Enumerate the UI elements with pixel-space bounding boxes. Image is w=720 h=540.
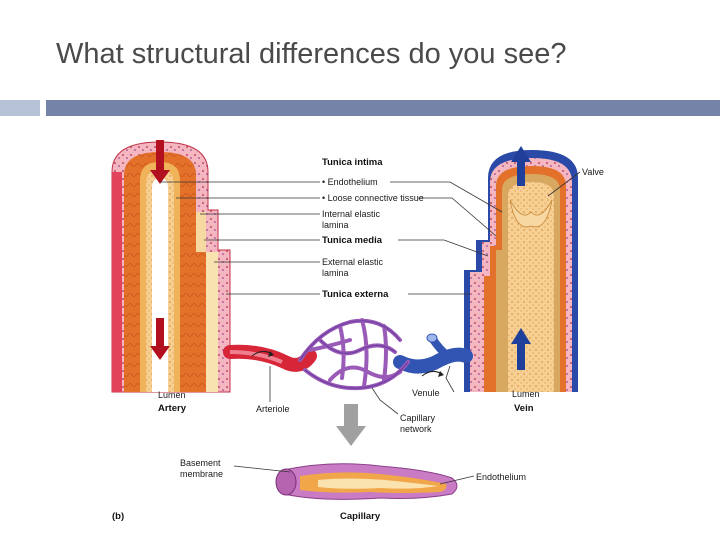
label-capillary-network-2: network — [400, 424, 432, 434]
label-venule: Venule — [412, 388, 440, 398]
title-divider-right — [46, 100, 720, 116]
label-valve: Valve — [582, 167, 604, 177]
capillary-network-illustration — [223, 318, 473, 446]
label-external-elastic-lamina-1: External elastic — [322, 257, 384, 267]
label-arteriole: Arteriole — [256, 404, 290, 414]
label-vein: Vein — [514, 403, 534, 414]
label-basement-membrane-1: Basement — [180, 458, 221, 468]
label-capillary-network-1: Capillary — [400, 413, 436, 423]
slide-title: What structural differences do you see? — [56, 38, 567, 70]
label-vein-lumen: Lumen — [512, 389, 540, 399]
vein-illustration — [464, 146, 578, 392]
label-panel-b: (b) — [112, 511, 124, 522]
label-tunica-media: Tunica media — [322, 235, 383, 246]
label-capillary: Capillary — [340, 511, 381, 522]
label-artery-lumen: Lumen — [158, 390, 186, 400]
label-loose-connective-tissue: • Loose connective tissue — [322, 193, 424, 203]
label-external-elastic-lamina-2: lamina — [322, 268, 349, 278]
label-internal-elastic-lamina-1: Internal elastic — [322, 209, 381, 219]
label-capillary-endothelium: Endothelium — [476, 472, 526, 482]
label-internal-elastic-lamina-2: lamina — [322, 220, 349, 230]
capillary-illustration — [275, 463, 458, 500]
leader-lines — [160, 171, 581, 485]
label-tunica-externa: Tunica externa — [322, 289, 389, 300]
title-divider-left — [0, 100, 40, 116]
label-basement-membrane-2: membrane — [180, 469, 223, 479]
artery-illustration — [111, 140, 231, 393]
label-artery: Artery — [158, 403, 187, 414]
label-tunica-intima: Tunica intima — [322, 157, 383, 168]
label-endothelium: • Endothelium — [322, 177, 378, 187]
